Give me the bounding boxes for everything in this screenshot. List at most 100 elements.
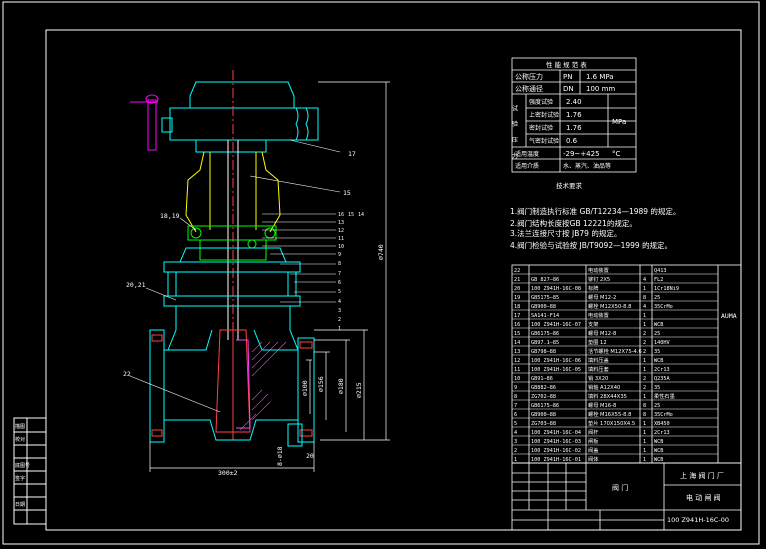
bom-cell-mat: WCB [654,358,663,364]
dim-215: ∅215 [355,382,363,398]
bom-cell-qty: 1 [643,313,646,319]
perf-test-group: 试 验 压 力 [511,104,518,162]
callout-label: 14 [358,212,364,218]
drawing-number: 100 Z941H-16C-00 [667,516,729,524]
bom-cell-mat: 2Cr13 [654,367,670,373]
bom-cell-no: 12 [514,358,520,364]
strip-label: 日期 [15,502,25,508]
bom-cell-mat: FL2 [654,277,663,283]
dim-length: 300±2 [218,469,238,477]
bom-cell-no: 11 [514,367,520,373]
gate-wedge [215,329,251,433]
bom-cell-code: 100 Z941H-16C-03 [531,439,581,445]
bom-cell-no: 4 [514,430,517,436]
perf-test-value: 1.76 [566,111,582,119]
company-name: 上 海 阀 门 厂 [680,471,724,480]
bom-cell-qty: 1 [643,286,646,292]
requirement-line: 4.阀门检验与试验按 JB/T9092—1999 的规定。 [510,240,672,250]
bom-cell-code: GB6175—86 [531,403,559,409]
bom-cell-name: 阀体 [588,455,599,463]
perf-value: 1.6 MPa [586,73,614,81]
valve-assembly [129,70,390,472]
technical-requirements: 技术要求 1.阀门制造执行标准 GB/T12234—1989 的规定。 2.阀门… [510,181,680,250]
callout-label: 3 [338,308,341,314]
callout-label: 7 [338,271,341,277]
handwheel [130,94,159,151]
bom-cell-no: 18 [514,304,520,310]
bom-cell-code: GB91—86 [531,376,553,382]
perf-test-value: 1.76 [566,124,582,132]
bom-cell-name: 垫片 170X150X4.5 [588,419,635,427]
tech-title: 技术要求 [556,181,583,190]
perf-test-unit: MPa [612,118,626,126]
bom-cell-code: 100 Z941H-16C-06 [531,358,581,364]
bom-cell-code: SA141-F14 [531,313,559,319]
dim-20: 20 [306,452,314,460]
title-block [511,462,742,531]
perf-test-value: 2.40 [566,98,582,106]
bom-cell-name: 电动装置 [588,311,609,319]
bom-cell-name: 铆钉 2X5 [588,275,610,283]
title-block-label: 阀 门 [612,483,628,492]
bom-cell-code: GB 827—86 [531,277,559,283]
bom-cell-mat: 25 [654,331,660,337]
bom-cell-qty: 8 [643,412,646,418]
callout-label: 5 [338,289,341,295]
callout-label: 1 [338,326,341,332]
perf-test-label: 强度试验 [529,98,553,106]
perf-temp-value: -29~+425 [563,150,600,158]
bom-cell-qty: 4 [643,277,646,283]
callout-label: 2 [338,317,341,323]
bom-cell-mat: 35 [654,385,660,391]
callout-label: 10 [338,244,344,250]
strip-label: 校对 [15,436,25,443]
perf-temp-unit: °C [612,150,621,158]
bom-cell-name: 填料 28X44X35 [588,392,627,400]
perf-test-value: 0.6 [566,137,578,145]
dim-100: ∅100 [301,380,309,396]
bom-cell-name: 螺栓 M12X50-8.8 [588,302,631,310]
bom-cell-no: 7 [514,403,517,409]
perf-test-label: 上密封试验 [529,111,559,119]
bom-cell-no: 1 [514,457,517,463]
bom-cell-no: 22 [514,268,520,274]
bom-cell-name: 螺母 M16-8 [588,401,616,409]
performance-table [511,57,637,173]
bom-cell-qty: 1 [643,367,646,373]
perf-label: 公称压力 [515,72,543,81]
bom-cell-qty: 4 [643,304,646,310]
bom-cell-qty: 2 [643,349,646,355]
bom-cell-no: 2 [514,448,517,454]
bom-cell-code: 100 Z941H-16C-07 [531,322,581,328]
bom-cell-qty: 8 [643,403,646,409]
bom-cell-name: 销 3X20 [588,374,608,382]
bom-cell-no: 19 [514,295,520,301]
requirement-line: 2.阀门结构长度按GB 12221的规定。 [510,218,637,228]
bom-cell-no: 8 [514,394,517,400]
bom-cell-code: 100 Z941H-16C-01 [531,457,581,463]
requirement-line: 1.阀门制造执行标准 GB/T12234—1989 的规定。 [510,206,680,216]
bom-cell-no: 13 [514,349,520,355]
callout-label: 15 [348,212,354,218]
perf-value: 100 mm [586,85,615,93]
bom-cell-qty: 1 [643,439,646,445]
bom-cell-no: 17 [514,313,520,319]
flange-bolts [151,334,313,447]
product-name: 电 动 闸 阀 [686,493,721,502]
bom-cell-no: 10 [514,376,520,382]
callout-label: 20,21 [126,281,146,289]
bom-cell-code: GB97.1—85 [531,340,559,346]
bom-cell-code: GB900—88 [531,304,556,310]
bom-cell-mat: Q413 [654,268,667,274]
perf-label: 公称通径 [515,84,543,93]
callout-label: 18,19 [160,212,180,220]
bom-cell-mat: 柔性石墨 [654,392,675,400]
bom-cell-code: GB798—88 [531,349,556,355]
bom-cell-mat: 35 [654,349,660,355]
bom-cell-name: 螺栓 M16X55-8.8 [588,410,631,418]
callout-label: 6 [338,280,341,286]
yoke [185,151,281,233]
